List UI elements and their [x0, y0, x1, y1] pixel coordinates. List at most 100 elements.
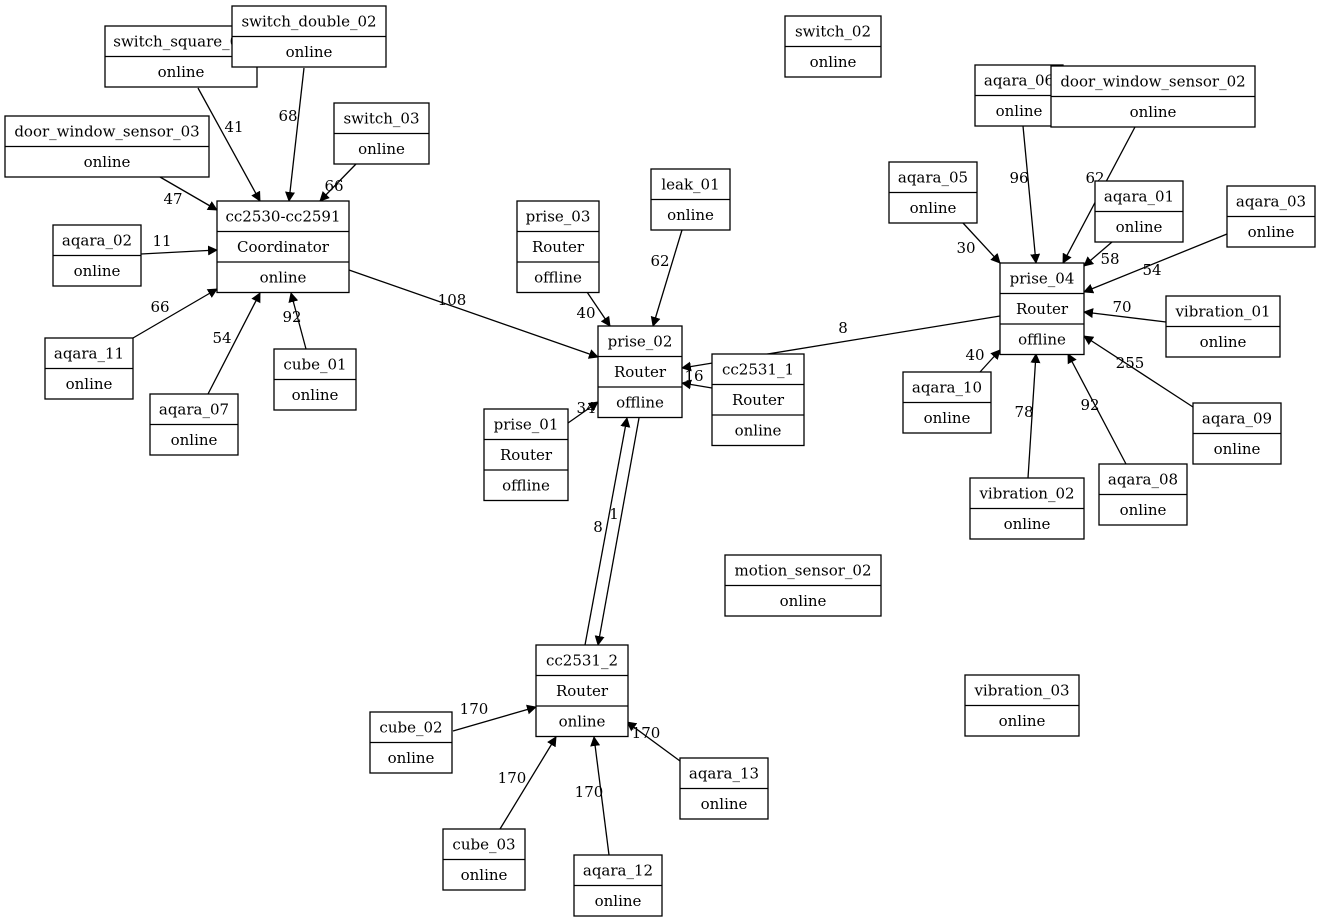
- node-box: [597, 325, 683, 419]
- node-name: vibration_01: [1174, 302, 1270, 320]
- edge-label: 16: [684, 367, 703, 385]
- node-status: online: [260, 268, 307, 286]
- node-box: [483, 408, 569, 502]
- node-status: online: [996, 102, 1043, 120]
- edge-label: 41: [224, 118, 243, 136]
- edge-line: [584, 417, 631, 646]
- node-name: aqara_10: [912, 378, 982, 396]
- node-name: cube_03: [452, 835, 515, 853]
- edge-vibration_02-to-prise_04: 78: [1014, 353, 1041, 479]
- node-name: switch_double_02: [241, 12, 376, 30]
- edge-line: [319, 163, 357, 202]
- edge-label: 78: [1014, 403, 1033, 421]
- node-status: online: [1120, 501, 1167, 519]
- edge-prise_02-to-cc2531_2: 1: [594, 417, 640, 646]
- edge-line: [1083, 241, 1113, 267]
- node-name: cc2530-cc2591: [225, 207, 340, 225]
- node-name: aqara_13: [689, 764, 759, 782]
- edge-line: [962, 222, 1001, 264]
- node-name: switch_square_01: [113, 32, 248, 50]
- node-status: offline: [534, 268, 582, 286]
- node-status: online: [158, 63, 205, 81]
- node-name: motion_sensor_02: [735, 561, 872, 579]
- edge-line: [594, 417, 640, 646]
- edge-label: 96: [1009, 169, 1028, 187]
- edge-line: [285, 67, 305, 202]
- edge-line: [979, 349, 1001, 373]
- node-role: Coordinator: [237, 238, 330, 256]
- edge-line: [590, 736, 610, 856]
- node-name: aqara_01: [1104, 187, 1174, 205]
- edge-switch_double_02-to-cc2530-cc2591: 68: [278, 67, 305, 202]
- edge-door_window_sensor_03-to-cc2530-cc2591: 47: [159, 176, 218, 211]
- node-name: leak_01: [661, 175, 719, 193]
- node-status: online: [171, 431, 218, 449]
- node-status: online: [1248, 223, 1295, 241]
- node-status: online: [595, 892, 642, 910]
- node-name: prise_04: [1010, 269, 1075, 287]
- node-status: offline: [502, 476, 550, 494]
- edge-label: 170: [498, 769, 527, 787]
- node-name: aqara_05: [898, 168, 968, 186]
- node-name: aqara_08: [1108, 470, 1178, 488]
- node-box: [216, 200, 350, 294]
- edge-line: [586, 291, 611, 327]
- node-status: offline: [1018, 330, 1066, 348]
- node-status: online: [388, 749, 435, 767]
- edge-label: 11: [152, 232, 171, 250]
- edge-switch_03-to-cc2530-cc2591: 66: [319, 163, 357, 202]
- node-status: online: [1116, 218, 1163, 236]
- node-name: cc2531_2: [546, 651, 618, 669]
- node-status: online: [910, 199, 957, 217]
- node-status: online: [66, 375, 113, 393]
- edge-cc2531_2-to-prise_02: 8: [584, 417, 631, 646]
- node-name: aqara_03: [1236, 192, 1306, 210]
- edge-line: [207, 292, 261, 395]
- node-status: online: [286, 43, 333, 61]
- node-name: aqara_06: [984, 71, 1054, 89]
- node-name: switch_03: [343, 109, 419, 127]
- node-role: Router: [1016, 300, 1069, 318]
- node-role: Router: [532, 238, 585, 256]
- node-name: cc2531_1: [722, 360, 794, 378]
- edge-label: 92: [1080, 396, 1099, 414]
- node-name: prise_01: [494, 415, 559, 433]
- node-status: online: [74, 262, 121, 280]
- edge-aqara_06-to-prise_04: 96: [1009, 125, 1041, 264]
- edge-aqara_05-to-prise_04: 30: [956, 222, 1001, 264]
- edge-switch_square_01-to-cc2530-cc2591: 41: [197, 87, 261, 202]
- edge-line: [499, 736, 557, 830]
